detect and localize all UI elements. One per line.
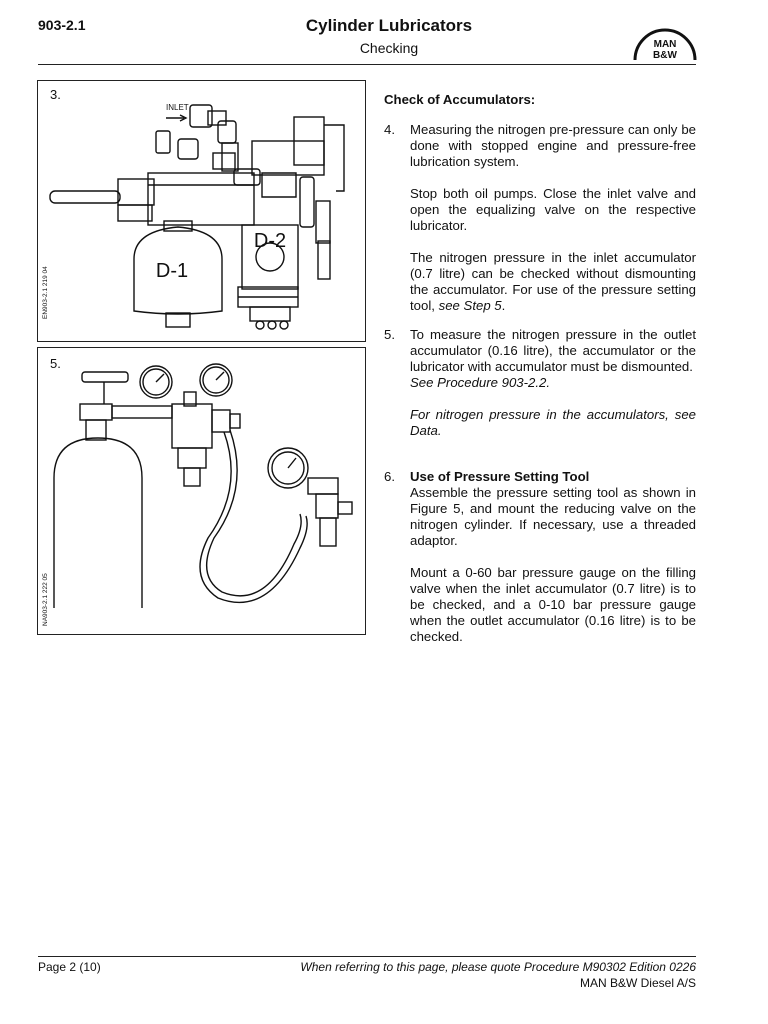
figure-3-number: 3.	[50, 87, 61, 102]
page-subtitle: Checking	[359, 40, 419, 56]
step-5-procedure-link[interactable]: See Procedure 903-2.2.	[410, 375, 551, 390]
step-5-number: 5.	[384, 327, 395, 342]
document-code: 903-2.1	[38, 17, 86, 33]
step-6-paragraph-1: Assemble the pressure setting tool as sh…	[410, 485, 696, 548]
figure-5: 5. NA903-2.1 222 05	[37, 347, 366, 635]
step-6-paragraph-2: Mount a 0-60 bar pressure gauge on the f…	[410, 565, 696, 644]
figure-5-number: 5.	[50, 356, 61, 371]
pressure-tool-drawing	[53, 363, 353, 608]
header-rule	[38, 64, 696, 65]
accumulator-d2-label: D-2	[254, 230, 286, 252]
step-5-reference: See Procedure 903-2.2.	[410, 375, 696, 391]
lubricator-drawing: INLET	[49, 103, 345, 330]
figure-3: 3. EN903-2.1 219 04 INLET	[37, 80, 366, 342]
step-5-paragraph-2: For nitrogen pressure in the accumulator…	[410, 407, 696, 439]
step-4-paragraph-3: The nitrogen pressure in the inlet accum…	[410, 250, 696, 314]
step-4-period: .	[501, 298, 506, 313]
step-5-paragraph-1: To measure the nitrogen pressure in the …	[410, 327, 696, 374]
step-4-paragraph-1: Measuring the nitrogen pre-pressure can …	[410, 122, 696, 169]
inlet-label: INLET	[166, 103, 189, 112]
logo-text-top: MAN	[654, 39, 677, 50]
section-heading: Check of Accumulators:	[384, 92, 536, 107]
step-5-data-link[interactable]: For nitrogen pressure in the accumulator…	[410, 407, 696, 438]
step-6-number: 6.	[384, 469, 395, 484]
step-4-reference-link[interactable]: see Step 5	[438, 298, 502, 313]
instructions-column: Check of Accumulators: 4. Measuring the …	[384, 92, 696, 644]
company-name: MAN B&W Diesel A/S	[579, 976, 696, 990]
step-6-title: Use of Pressure Setting Tool	[410, 469, 590, 484]
man-bw-logo: MAN B&W	[632, 26, 698, 62]
page-number: Page 2 (10)	[38, 960, 101, 974]
step-4-paragraph-3-text: The nitrogen pressure in the inlet accum…	[410, 250, 696, 313]
step-4-number: 4.	[384, 122, 395, 137]
page-title: Cylinder Lubricators	[305, 16, 473, 35]
accumulator-d1-label: D-1	[156, 260, 188, 282]
quote-note: When referring to this page, please quot…	[300, 960, 696, 974]
logo-text-bottom: B&W	[653, 50, 677, 61]
footer-rule	[38, 956, 696, 957]
step-4-paragraph-2: Stop both oil pumps. Close the inlet val…	[410, 186, 696, 233]
